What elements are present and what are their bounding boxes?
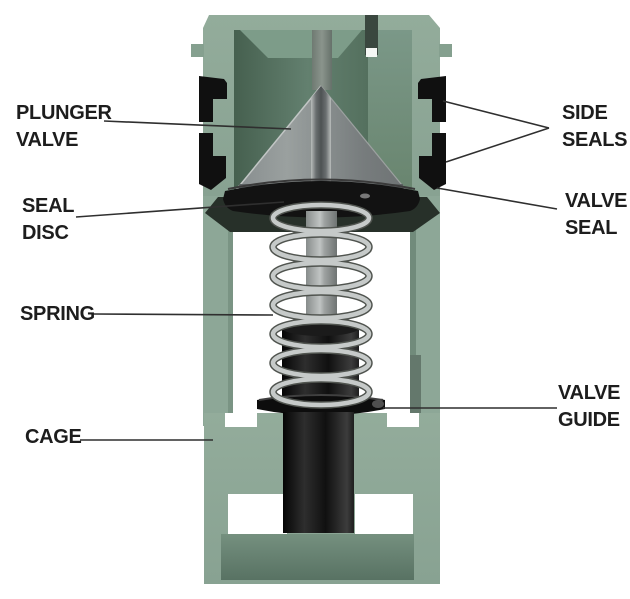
base-inner-face (221, 534, 414, 580)
cap-flange-left (191, 44, 204, 57)
label-text: PLUNGER (16, 102, 112, 124)
label-cage: CAGE (25, 424, 82, 451)
cage-leg-right-shade (410, 196, 416, 426)
seal-disc-top-edge (227, 178, 416, 190)
label-text: VALVE (565, 190, 628, 212)
valve-guide-upper-cylinder (282, 328, 359, 398)
cone-edge-right-highlight (320, 85, 407, 191)
leader-line-side-seal-lower (445, 127, 550, 163)
side-seal-right-lower (419, 133, 446, 190)
label-plunger-valve: PLUNGER VALVE (16, 100, 112, 154)
label-text: VALVE (558, 382, 621, 404)
label-valve-seal: VALVE SEAL (565, 188, 628, 242)
leader-line-spring (92, 313, 274, 316)
label-spring: SPRING (20, 301, 95, 328)
seal-disc-shape (223, 181, 420, 218)
base-window-left (228, 494, 287, 534)
label-valve-guide: VALVE GUIDE (558, 380, 621, 434)
plunger-stem-upper (312, 30, 332, 90)
label-side-seals: SIDE SEALS (562, 100, 627, 154)
cage-leg-left-shade (228, 196, 233, 426)
leader-line-plunger-valve (103, 120, 292, 130)
spring-coil (269, 201, 373, 409)
label-text: SEAL (22, 195, 75, 217)
side-seal-left-upper (199, 76, 227, 122)
plunger-stem-stripe (311, 86, 331, 190)
leader-line-side-seal-upper (442, 100, 550, 129)
label-text: CAGE (25, 426, 82, 448)
label-seal-disc: SEAL DISC (22, 193, 74, 247)
label-text: VALVE (16, 129, 79, 151)
valve-guide-flange-highlight (372, 400, 384, 408)
cap-flange-right (439, 44, 452, 57)
base-window-right (355, 494, 413, 534)
cone-edge-left-highlight (235, 85, 322, 191)
side-seal-right-upper (418, 76, 446, 122)
cap-top-slot-gap (366, 48, 377, 57)
leader-line-seal-disc (75, 201, 285, 218)
leader-line-valve-seal (436, 187, 558, 210)
label-text: GUIDE (558, 409, 620, 431)
base-notch-left (225, 413, 257, 427)
cage-leg-right-inner-bar (410, 355, 421, 425)
side-seal-left-lower (199, 133, 226, 190)
valve-guide-lower-cylinder (283, 412, 354, 533)
label-text: SEALS (562, 129, 628, 151)
label-text: SEAL (565, 217, 618, 239)
label-text: DISC (22, 222, 69, 244)
cap-top-slot (365, 15, 378, 55)
seal-disc-highlight (360, 193, 370, 199)
label-text: SIDE (562, 102, 608, 124)
base-notch-right (387, 413, 419, 427)
label-text: SPRING (20, 303, 95, 325)
